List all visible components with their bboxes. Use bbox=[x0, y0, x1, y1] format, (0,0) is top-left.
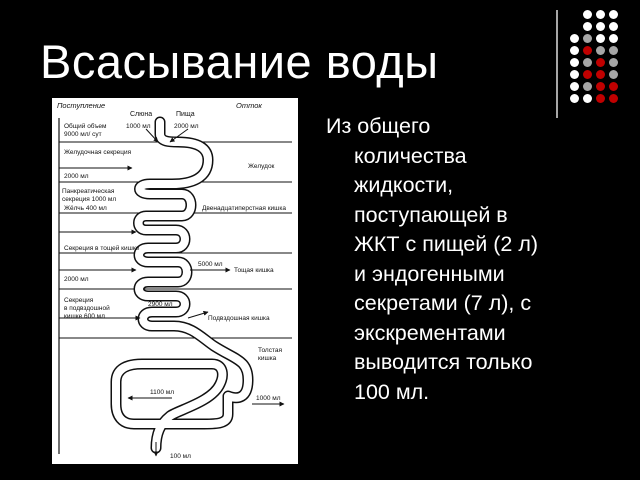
decor-dot bbox=[583, 82, 592, 91]
decor-dot bbox=[596, 10, 605, 19]
body-line: поступающей в bbox=[354, 202, 508, 227]
decor-dot bbox=[570, 70, 579, 79]
decor-dot bbox=[583, 70, 592, 79]
label-colon-2: кишка bbox=[258, 355, 277, 362]
decor-dot bbox=[583, 94, 592, 103]
decor-dot bbox=[596, 82, 605, 91]
decor-dot bbox=[583, 34, 592, 43]
label-saliva: Слюна bbox=[130, 111, 152, 118]
label-food: Пища bbox=[176, 111, 195, 118]
label-ileum-sec-3: кишке 600 мл bbox=[64, 313, 105, 320]
label-ileum-abs: 2900 мл bbox=[148, 301, 173, 308]
label-gastric-sec: Желудочная секреция bbox=[64, 149, 132, 156]
decor-dot bbox=[596, 22, 605, 31]
decor-dot bbox=[596, 94, 605, 103]
decor-dot bbox=[596, 58, 605, 67]
label-ileum: Подвздошная кишка bbox=[208, 315, 270, 322]
label-total-1: Общий объем bbox=[64, 122, 107, 130]
label-colon-abs: 1100 мл bbox=[150, 389, 174, 396]
decor-dot bbox=[596, 34, 605, 43]
decor-dot bbox=[609, 34, 618, 43]
decor-dot bbox=[609, 94, 618, 103]
decor-dot bbox=[596, 70, 605, 79]
output-arrows bbox=[127, 267, 285, 457]
label-duodenum: Двенадцатиперстная кишка bbox=[202, 205, 286, 212]
decor-dot bbox=[609, 10, 618, 19]
label-intake: Поступление bbox=[57, 101, 105, 110]
decor-dot bbox=[583, 22, 592, 31]
water-absorption-diagram: Поступление Отток Слюна Пища 1000 мл 200… bbox=[52, 98, 298, 464]
label-food-vol: 2000 мл bbox=[174, 123, 199, 130]
label-colon-1: Толстая bbox=[258, 347, 282, 354]
decor-dot-grid bbox=[570, 10, 640, 110]
input-arrows bbox=[59, 128, 189, 321]
label-excreted: 100 мл bbox=[170, 453, 191, 460]
body-line: экскрементами bbox=[354, 320, 506, 345]
label-stomach: Желудок bbox=[248, 163, 275, 170]
label-jejunum: Тощая кишка bbox=[234, 267, 274, 274]
body-line: количества bbox=[354, 143, 467, 168]
decor-dot bbox=[570, 46, 579, 55]
label-pancreatic-2: секреция 1000 мл bbox=[62, 196, 116, 203]
label-jejunum-abs: 5000 мл bbox=[198, 261, 223, 268]
slide-title: Всасывание воды bbox=[40, 35, 439, 88]
body-line: ЖКТ с пищей (2 л) bbox=[354, 232, 539, 256]
slide-body-text: Из общего количества жидкости, поступающей … bbox=[326, 112, 626, 407]
body-line: выводится только bbox=[354, 350, 533, 374]
decor-vertical-line bbox=[556, 10, 558, 118]
label-saliva-vol: 1000 мл bbox=[126, 123, 151, 130]
body-line: Из общего bbox=[326, 114, 431, 138]
label-total-2: 9000 мл/ сут bbox=[64, 131, 102, 138]
gi-tract bbox=[110, 116, 254, 454]
label-pancreatic-1: Панкреатическая bbox=[62, 188, 115, 195]
decor-dot bbox=[583, 58, 592, 67]
label-ileum-sec-1: Секреция bbox=[64, 297, 94, 304]
label-bile: Жёлчь 400 мл bbox=[64, 205, 107, 212]
body-line: и эндогенными bbox=[354, 261, 505, 286]
decor-dot bbox=[609, 46, 618, 55]
label-colon-out: 1000 мл bbox=[256, 395, 281, 402]
body-line: 100 мл. bbox=[354, 379, 430, 404]
decor-dot bbox=[609, 22, 618, 31]
decor-dot bbox=[609, 82, 618, 91]
label-ileum-sec-2: в подвздошной bbox=[64, 304, 110, 312]
diagram-svg: Поступление Отток Слюна Пища 1000 мл 200… bbox=[57, 101, 292, 460]
decor-dot bbox=[609, 70, 618, 79]
decor-dot bbox=[609, 58, 618, 67]
label-jejunum-vol: 2000 мл bbox=[64, 276, 89, 283]
label-jejunum-sec: Секреция в тощей кишке bbox=[64, 244, 140, 252]
decor-dot bbox=[570, 94, 579, 103]
decor-dot bbox=[570, 34, 579, 43]
decor-dot bbox=[583, 46, 592, 55]
decor-dot bbox=[570, 58, 579, 67]
decor-dot bbox=[583, 10, 592, 19]
decor-dot bbox=[596, 46, 605, 55]
body-line: секретами (7 л), с bbox=[354, 291, 532, 315]
label-gastric-vol: 2000 мл bbox=[64, 173, 89, 180]
label-outflow: Отток bbox=[236, 101, 262, 110]
body-line: жидкости, bbox=[354, 173, 454, 197]
decor-dot bbox=[570, 82, 579, 91]
